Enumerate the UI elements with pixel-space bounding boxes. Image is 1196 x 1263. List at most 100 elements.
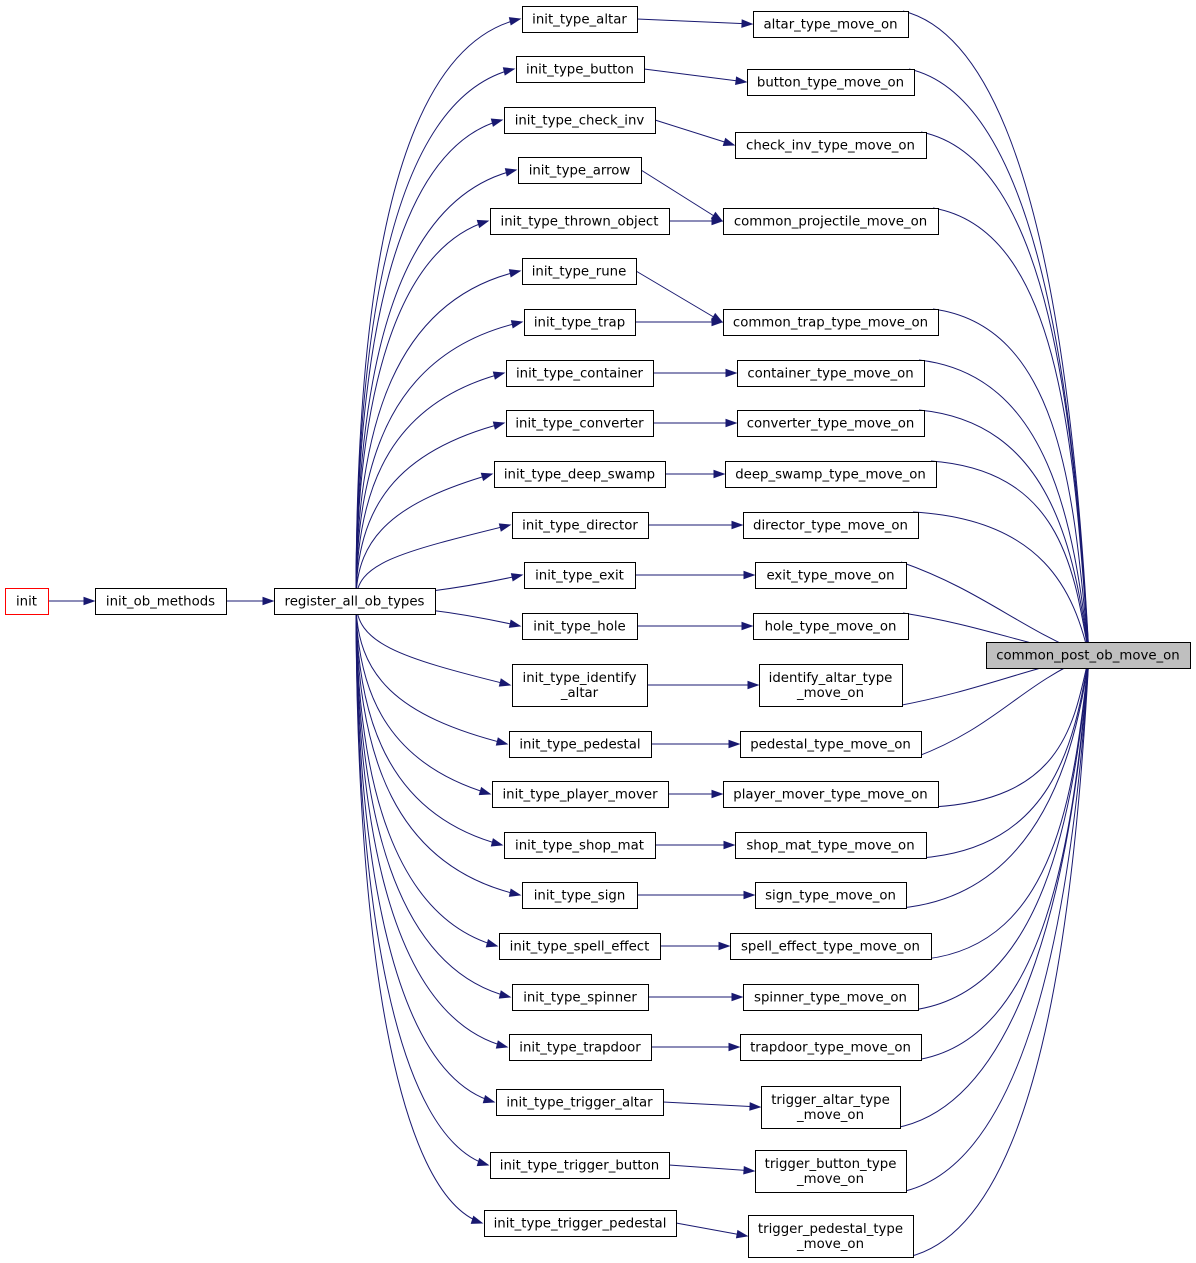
node-label: trigger_altar_type (771, 1093, 890, 1108)
node-trigger-button-type-move-on[interactable]: trigger_button_type_move_on (755, 1150, 907, 1193)
edge-pedestal_type_move_on-to-common_post_ob_move_on (915, 655, 1091, 758)
node-init-type-identify-altar[interactable]: init_type_identify_altar (512, 664, 648, 707)
node-init-type-deep-swamp[interactable]: init_type_deep_swamp (494, 461, 666, 488)
edge-line (932, 308, 1090, 657)
edge-line (355, 600, 511, 686)
node-init-type-spell-effect[interactable]: init_type_spell_effect (499, 933, 661, 960)
edge-line (900, 655, 1090, 1193)
node-label: init_type_shop_mat (515, 839, 644, 854)
edge-line (640, 169, 723, 222)
edge-init_type_trigger_button-to-trigger_button_type_move_on (668, 1164, 756, 1175)
edge-register_all_ob_types-to-init_type_thrown_object (355, 219, 490, 602)
node-label: altar_type_move_on (763, 18, 897, 33)
node-spell-effect-type-move-on[interactable]: spell_effect_type_move_on (730, 933, 932, 960)
node-init-type-sign[interactable]: init_type_sign (522, 882, 638, 909)
node-deep-swamp-type-move-on[interactable]: deep_swamp_type_move_on (725, 461, 937, 488)
node-trigger-altar-type-move-on[interactable]: trigger_altar_type_move_on (761, 1086, 901, 1129)
node-label: init_type_check_inv (515, 114, 645, 129)
node-box (522, 6, 638, 33)
node-converter-type-move-on[interactable]: converter_type_move_on (737, 410, 925, 437)
edge-shop_mat_type_move_on-to-common_post_ob_move_on (920, 654, 1092, 859)
node-exit-type-move-on[interactable]: exit_type_move_on (755, 562, 907, 589)
edge-init_type_spinner-to-spinner_type_move_on (648, 992, 744, 1002)
edge-arrowhead (743, 890, 756, 900)
edge-arrowhead (492, 421, 506, 430)
edge-line (355, 372, 505, 602)
edge-line (915, 655, 1090, 758)
node-init-type-check-inv[interactable]: init_type_check_inv (504, 107, 656, 134)
edge-register_all_ob_types-to-init_type_arrow (355, 168, 518, 602)
node-init-type-trigger-altar[interactable]: init_type_trigger_altar (496, 1089, 664, 1116)
node-register-all-ob-types[interactable]: register_all_ob_types (274, 588, 436, 615)
edge-arrowhead (743, 1165, 756, 1175)
node-label: _move_on (796, 1108, 864, 1123)
node-player-mover-type-move-on[interactable]: player_mover_type_move_on (723, 781, 939, 808)
node-spinner-type-move-on[interactable]: spinner_type_move_on (743, 984, 919, 1011)
edge-init_type_spell_effect-to-spell_effect_type_move_on (660, 941, 731, 951)
node-init-type-thrown-object[interactable]: init_type_thrown_object (490, 208, 670, 235)
node-init-type-trigger-button[interactable]: init_type_trigger_button (490, 1152, 670, 1179)
node-check-inv-type-move-on[interactable]: check_inv_type_move_on (735, 132, 927, 159)
edge-arrowhead (476, 219, 490, 229)
node-box (504, 107, 656, 134)
node-init-ob-methods[interactable]: init_ob_methods (95, 588, 227, 615)
node-init-type-trigger-pedestal[interactable]: init_type_trigger_pedestal (484, 1210, 677, 1237)
node-common-post-ob-move-on[interactable]: common_post_ob_move_on (986, 642, 1191, 669)
node-altar-type-move-on[interactable]: altar_type_move_on (753, 11, 909, 38)
node-init-type-exit[interactable]: init_type_exit (524, 562, 636, 589)
node-common-projectile-move-on[interactable]: common_projectile_move_on (723, 208, 939, 235)
node-container-type-move-on[interactable]: container_type_move_on (737, 360, 925, 387)
node-init-type-rune[interactable]: init_type_rune (522, 258, 637, 285)
node-label: init_ob_methods (106, 595, 215, 610)
edge-arrowhead (718, 941, 731, 951)
edge-init_type_trapdoor-to-trapdoor_type_move_on (651, 1042, 741, 1052)
edge-arrowhead (470, 1215, 484, 1224)
node-button-type-move-on[interactable]: button_type_move_on (747, 69, 915, 96)
node-hole-type-move-on[interactable]: hole_type_move_on (753, 613, 909, 640)
edge-arrowhead (731, 520, 744, 530)
node-box (986, 642, 1191, 669)
edge-arrowhead (490, 118, 504, 127)
node-init-type-pedestal[interactable]: init_type_pedestal (509, 731, 652, 758)
node-shop-mat-type-move-on[interactable]: shop_mat_type_move_on (735, 832, 927, 859)
node-label: init_type_director (522, 519, 638, 534)
node-box (755, 1150, 907, 1193)
node-common-trap-type-move-on[interactable]: common_trap_type_move_on (723, 309, 939, 336)
node-director-type-move-on[interactable]: director_type_move_on (743, 512, 919, 539)
edge-line (920, 655, 1090, 859)
node-box (95, 588, 227, 615)
node-init-type-shop-mat[interactable]: init_type_shop_mat (504, 832, 656, 859)
node-box (524, 309, 636, 336)
node-label: init_type_converter (515, 417, 644, 432)
edge-arrowhead (495, 1040, 509, 1049)
node-box (725, 461, 937, 488)
node-init-type-director[interactable]: init_type_director (512, 512, 649, 539)
edge-arrowhead (510, 320, 524, 329)
edge-line (636, 18, 753, 25)
node-init[interactable]: init (5, 588, 49, 615)
node-label: spell_effect_type_move_on (741, 940, 920, 955)
node-identify-altar-type-move-on[interactable]: identify_altar_type_move_on (759, 664, 903, 707)
node-sign-type-move-on[interactable]: sign_type_move_on (755, 882, 907, 909)
node-init-type-trapdoor[interactable]: init_type_trapdoor (509, 1034, 652, 1061)
edge-line (355, 600, 508, 1048)
node-init-type-trap[interactable]: init_type_trap (524, 309, 636, 336)
edge-arrowhead (508, 619, 522, 628)
node-init-type-hole[interactable]: init_type_hole (522, 613, 638, 640)
node-label: register_all_ob_types (285, 595, 425, 610)
node-trigger-pedestal-type-move-on[interactable]: trigger_pedestal_type_move_on (748, 1215, 914, 1258)
edge-line (662, 1101, 761, 1108)
node-pedestal-type-move-on[interactable]: pedestal_type_move_on (740, 731, 922, 758)
node-init-type-altar[interactable]: init_type_altar (522, 6, 638, 33)
node-init-type-button[interactable]: init_type_button (516, 56, 645, 83)
node-init-type-container[interactable]: init_type_container (506, 360, 654, 387)
edge-register_all_ob_types-to-init_type_trap (355, 320, 524, 602)
node-trapdoor-type-move-on[interactable]: trapdoor_type_move_on (740, 1034, 922, 1061)
node-init-type-spinner[interactable]: init_type_spinner (512, 984, 649, 1011)
edge-player_mover_type_move_on-to-common_post_ob_move_on (932, 654, 1091, 808)
node-label: trapdoor_type_move_on (750, 1041, 911, 1056)
node-init-type-arrow[interactable]: init_type_arrow (518, 157, 642, 184)
node-init-type-converter[interactable]: init_type_converter (506, 410, 654, 437)
edge-line (643, 68, 747, 83)
node-init-type-player-mover[interactable]: init_type_player_mover (492, 781, 669, 808)
